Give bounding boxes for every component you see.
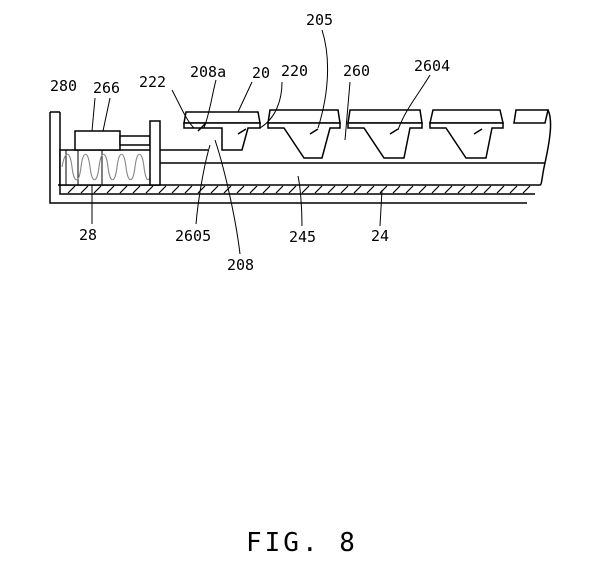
- hatch-stroke: [483, 185, 492, 194]
- label-205: 205: [306, 11, 333, 29]
- label-260: 260: [343, 62, 370, 80]
- hatch-stroke: [288, 185, 297, 194]
- hatch-stroke: [314, 185, 323, 194]
- leader-lines: [91, 29, 431, 255]
- hatch-stroke: [106, 185, 115, 194]
- hatch-stroke: [392, 185, 401, 194]
- hatch-stroke: [431, 185, 440, 194]
- label-2604: 2604: [414, 57, 450, 75]
- figure-caption: FIG. 8: [246, 528, 358, 558]
- key-cap: [429, 109, 504, 159]
- key-cap: [267, 109, 341, 159]
- label-208: 208: [227, 256, 254, 274]
- hatch-stroke: [262, 185, 271, 194]
- hatch-stroke: [236, 185, 245, 194]
- hatch-stroke: [210, 185, 219, 194]
- hatch-stroke: [353, 185, 362, 194]
- label-222: 222: [139, 73, 166, 91]
- label-280: 280: [50, 77, 77, 95]
- label-266: 266: [93, 79, 120, 97]
- hatch-stroke: [197, 185, 206, 194]
- hatch-stroke: [145, 185, 154, 194]
- key-cap-row: [183, 109, 552, 186]
- hatch-stroke: [496, 185, 505, 194]
- hatch-stroke: [119, 185, 128, 194]
- label-2605: 2605: [175, 227, 211, 245]
- hatch-stroke: [327, 185, 336, 194]
- hatch-stroke: [132, 185, 141, 194]
- key-cap: [183, 111, 261, 151]
- label-208a: 208a: [190, 63, 226, 81]
- hatch-stroke: [171, 185, 180, 194]
- hatch-stroke: [93, 185, 102, 194]
- hatch-stroke: [158, 185, 167, 194]
- hatch-stroke: [457, 185, 466, 194]
- hatch-stroke: [405, 185, 414, 194]
- label-28: 28: [79, 226, 97, 244]
- hatch-stroke: [522, 185, 531, 194]
- end-wall: [149, 120, 161, 186]
- label-24: 24: [371, 227, 389, 245]
- hatch-stroke: [418, 185, 427, 194]
- hatch-stroke: [184, 185, 193, 194]
- spring-assembly: [59, 143, 159, 186]
- hatch-stroke: [67, 185, 76, 194]
- sliding-plate: [155, 149, 545, 164]
- hatch-stroke: [249, 185, 258, 194]
- hatch-stroke: [379, 185, 388, 194]
- hatched-rail: [67, 185, 531, 194]
- label-220: 220: [281, 62, 308, 80]
- key-cap: [347, 109, 423, 159]
- key-cap-partial: [513, 109, 549, 124]
- push-block: [74, 130, 151, 151]
- hatch-stroke: [509, 185, 518, 194]
- hatch-stroke: [340, 185, 349, 194]
- reference-labels: 280 266 222 208a 20 220 205 260 2604 28 …: [50, 11, 450, 274]
- hatch-stroke: [80, 185, 89, 194]
- label-245: 245: [289, 228, 316, 246]
- hatch-stroke: [301, 185, 310, 194]
- hatch-stroke: [223, 185, 232, 194]
- hatch-stroke: [275, 185, 284, 194]
- hatch-stroke: [366, 185, 375, 194]
- hatch-stroke: [470, 185, 479, 194]
- hatch-stroke: [444, 185, 453, 194]
- label-20: 20: [252, 64, 270, 82]
